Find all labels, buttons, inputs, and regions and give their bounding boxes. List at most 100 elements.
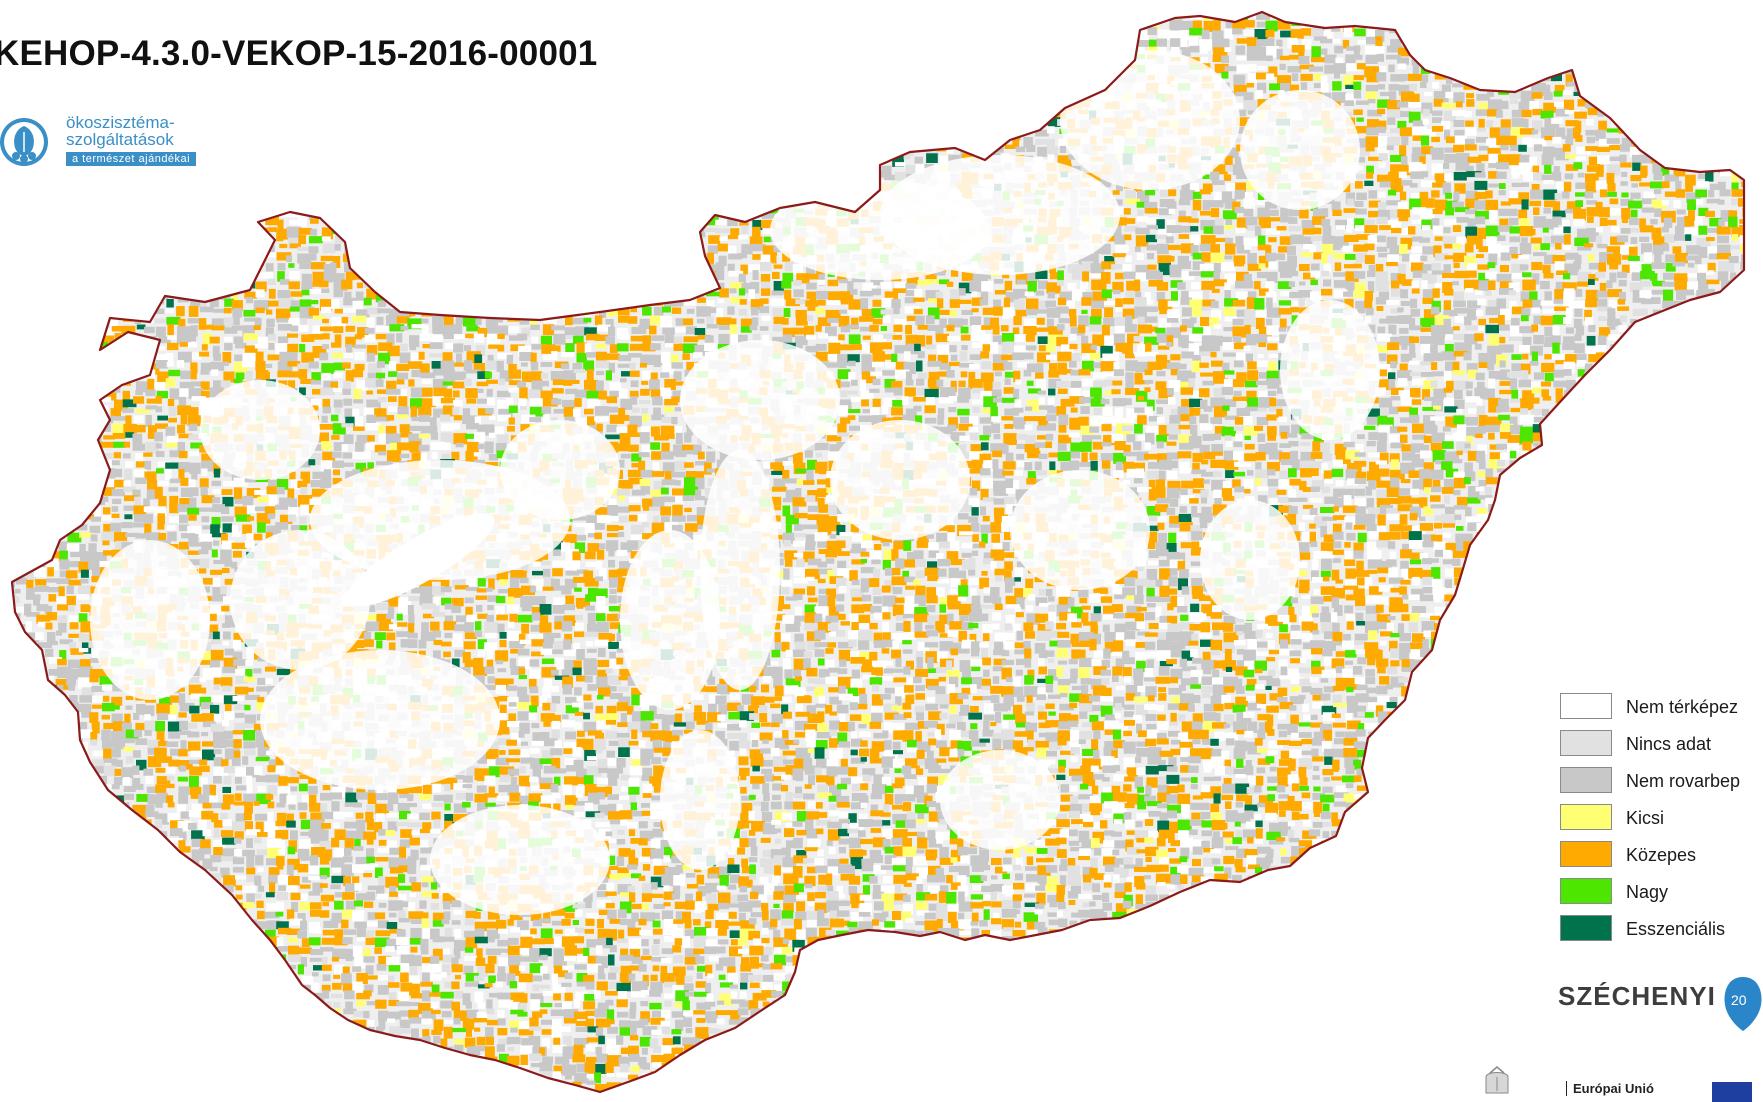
map-patch (620, 90, 635, 102)
map-patch (69, 208, 84, 221)
map-patch (993, 82, 1002, 91)
map-patch (1488, 163, 1498, 168)
map-patch (1179, 189, 1195, 201)
map-patch (1489, 210, 1498, 221)
map-patch (793, 155, 807, 166)
map-patch (1577, 246, 1592, 251)
map-patch (729, 30, 743, 35)
map-patch (521, 234, 528, 244)
map-patch (565, 238, 576, 243)
map-patch (1365, 36, 1378, 45)
map-patch (1422, 118, 1429, 125)
map-patch (993, 75, 1001, 80)
map-patch (1717, 235, 1729, 244)
map-patch (1672, 261, 1686, 267)
map-patch (1136, 201, 1149, 208)
map-patch (224, 180, 235, 186)
map-patch (1376, 54, 1384, 62)
map-patch (1112, 36, 1127, 48)
map-patch (389, 171, 397, 184)
map-patch (585, 192, 599, 201)
map-patch (862, 66, 876, 77)
map-patch (1465, 66, 1479, 73)
map-patch (1584, 72, 1596, 78)
map-patch (510, 147, 523, 153)
map-patch (684, 93, 700, 103)
map-patch (1686, 192, 1701, 203)
map-patch (641, 92, 654, 98)
map-patch (24, 261, 32, 271)
map-patch (1124, 45, 1136, 57)
map-patch (343, 191, 350, 201)
map-patch (1257, 47, 1272, 58)
map-patch (1698, 246, 1708, 258)
map-patch (465, 119, 477, 126)
map-patch (279, 171, 288, 184)
map-patch (1148, 39, 1157, 48)
map-patch (364, 128, 379, 138)
map-patch (231, 216, 241, 221)
map-patch (628, 174, 643, 181)
map-patch (726, 162, 734, 174)
map-patch (1401, 156, 1408, 167)
map-patch (1585, 129, 1600, 136)
map-patch (275, 144, 289, 152)
map-patch (1320, 21, 1328, 26)
map-patch (1300, 73, 1313, 81)
map-patch (1146, 234, 1157, 243)
map-patch (1456, 217, 1469, 223)
map-patch (1599, 189, 1608, 198)
map-patch (495, 128, 506, 135)
map-patch (1093, 2, 1100, 7)
map-patch (531, 73, 540, 84)
map-patch (1434, 173, 1446, 183)
map-patch (1573, 91, 1580, 96)
map-patch (1049, 81, 1061, 87)
map-patch (176, 12, 190, 21)
map-patch (267, 279, 276, 286)
map-patch (420, 216, 431, 222)
map-patch (335, 235, 344, 243)
map-patch (1400, 164, 1414, 176)
map-patch (168, 252, 180, 262)
map-patch (1422, 264, 1438, 271)
map-patch (308, 236, 323, 244)
map-patch (1684, 216, 1695, 227)
map-patch (551, 136, 564, 147)
map-patch (1112, 56, 1122, 63)
map-patch (462, 75, 476, 82)
map-patch (1497, 56, 1505, 69)
map-patch (125, 92, 135, 105)
map-patch (1299, 64, 1314, 70)
map-patch (1565, 164, 1579, 171)
map-patch (81, 246, 96, 259)
map-patch (1400, 237, 1413, 250)
map-patch (595, 264, 608, 276)
map-patch (1015, 82, 1024, 91)
map-patch (631, 255, 641, 267)
map-patch (1738, 84, 1744, 95)
map-patch (1037, 30, 1047, 38)
map-patch (1609, 272, 1617, 283)
map-patch (1509, 45, 1521, 57)
map-patch (1707, 12, 1714, 15)
map-patch (1621, 207, 1631, 220)
map-patch (574, 264, 589, 272)
map-patch (374, 273, 390, 278)
map-patch (1343, 208, 1358, 213)
map-patch (288, 163, 300, 174)
map-patch (1100, 12, 1111, 14)
map-patch (983, 270, 992, 280)
map-patch (628, 100, 640, 110)
map-patch (1279, 236, 1292, 245)
map-patch (233, 281, 249, 289)
map-patch (586, 182, 596, 192)
map-patch (1630, 227, 1645, 233)
map-patch (198, 246, 211, 254)
map-patch (1225, 219, 1233, 227)
map-patch (280, 118, 287, 130)
map-patch (1552, 12, 1565, 13)
map-patch (772, 73, 785, 81)
map-patch (683, 101, 692, 108)
map-patch (1123, 225, 1139, 232)
